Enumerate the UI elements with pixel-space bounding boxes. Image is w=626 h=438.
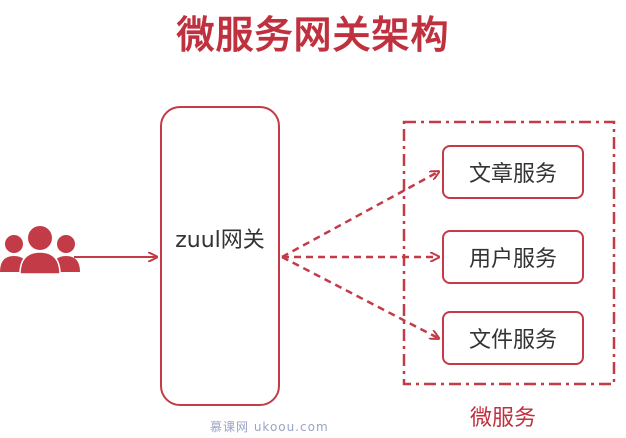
diagram-title: 微服务网关架构 (176, 13, 450, 57)
gateway-box (160, 106, 280, 406)
watermark: 慕课网 ukoou.com (210, 420, 329, 434)
service-label-file: 文件服务 (468, 328, 557, 353)
microservice-group-box (402, 120, 616, 386)
arrow-gateway-to-article-service (281, 172, 438, 259)
service-box-user: 用户服务 (442, 230, 584, 284)
service-box-article: 文章服务 (442, 145, 584, 199)
service-label-article: 文章服务 (468, 162, 557, 187)
service-box-file: 文件服务 (442, 311, 584, 365)
service-label-user: 用户服务 (468, 247, 557, 272)
users-group-icon (0, 226, 80, 275)
gateway-label: zuul网关 (175, 228, 265, 253)
microservice-group-label: 微服务 (470, 406, 537, 431)
arrow-gateway-to-file-service (281, 255, 438, 338)
